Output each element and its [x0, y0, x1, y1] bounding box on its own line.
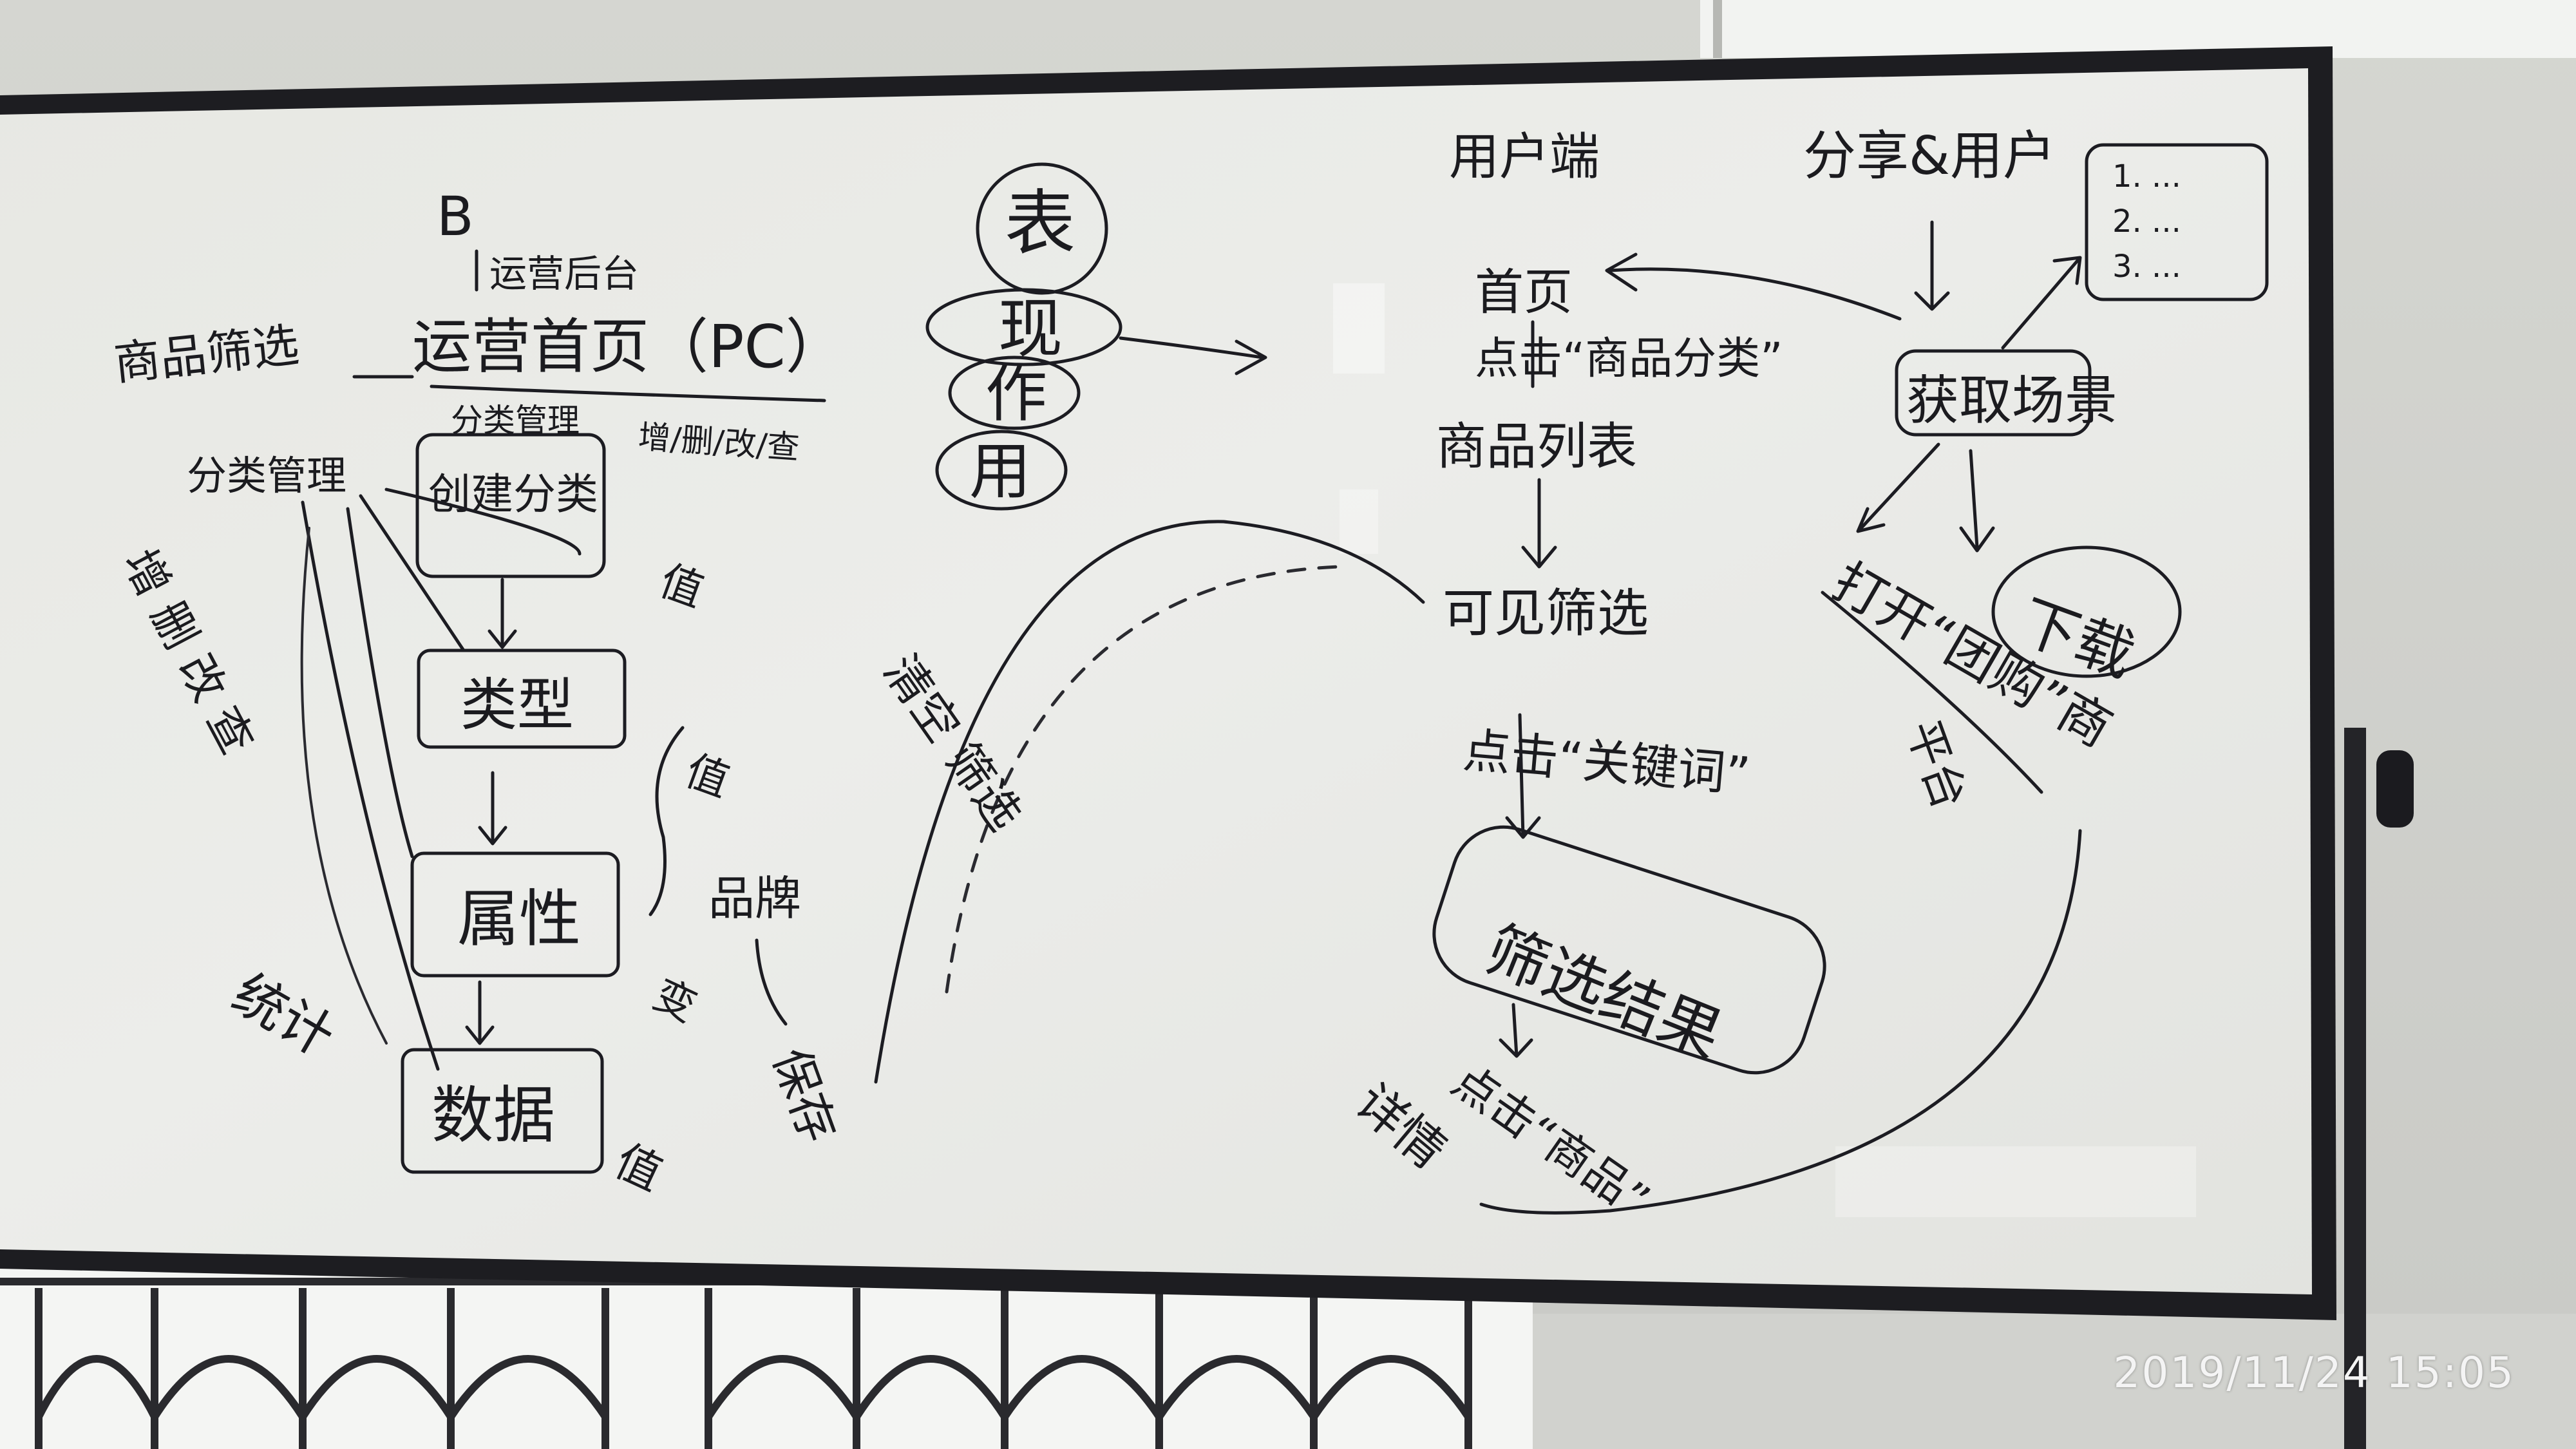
type-label: 类型 — [460, 672, 574, 738]
click-category-label: 点击“商品分类” — [1475, 334, 1783, 384]
b-label: B — [437, 185, 474, 248]
data-box — [401, 1048, 604, 1174]
reflection — [1835, 1146, 2196, 1217]
visible-filter-node: 可见筛选 — [1443, 583, 1649, 643]
attribute-label: 属性 — [457, 883, 581, 955]
manage-tail-label: 分类管理 — [451, 402, 580, 439]
circle-char-2: 现 — [998, 291, 1063, 366]
type-box — [417, 649, 627, 749]
photo-timestamp: 2019/11/24 15:05 — [2113, 1348, 2515, 1397]
list-item-3: 3. ... — [2112, 249, 2181, 285]
stand-pole — [2344, 728, 2366, 1449]
get-scene-box — [1895, 349, 2092, 437]
platform-label: 运营后台 — [489, 252, 639, 296]
reflection — [1340, 489, 1378, 554]
product-list-node: 商品列表 — [1436, 418, 1637, 476]
stand-knob — [2376, 750, 2414, 828]
share-user-label: 分享&用户 — [1803, 126, 2056, 187]
lower-wall — [1533, 1314, 2576, 1449]
home-node: 首页 — [1475, 263, 1573, 321]
category-mgmt-label: 分类管理 — [187, 452, 346, 499]
list-item-2: 2. ... — [2112, 204, 2181, 240]
list-box — [2085, 143, 2269, 301]
attribute-box — [410, 851, 620, 978]
create-category-box — [415, 433, 606, 578]
home-label: 运营首页（PC） — [412, 312, 845, 381]
brand-label: 品牌 — [708, 871, 801, 925]
data-label: 数据 — [431, 1079, 555, 1151]
circle-char-1: 表 — [1005, 182, 1075, 265]
user-end-label: 用户端 — [1449, 128, 1600, 186]
list-item-1: 1. ... — [2112, 158, 2181, 194]
reflection — [1333, 283, 1385, 374]
circle-char-4: 用 — [969, 435, 1031, 507]
circle-char-3: 作 — [985, 358, 1047, 430]
blind-cord — [1713, 0, 1722, 58]
board-surface — [0, 68, 2312, 1294]
filter-result-box — [1432, 825, 1826, 1075]
create-category-label: 创建分类 — [428, 469, 598, 519]
window-blind — [1700, 0, 2576, 58]
get-scene-label: 获取场景 — [1906, 370, 2117, 431]
